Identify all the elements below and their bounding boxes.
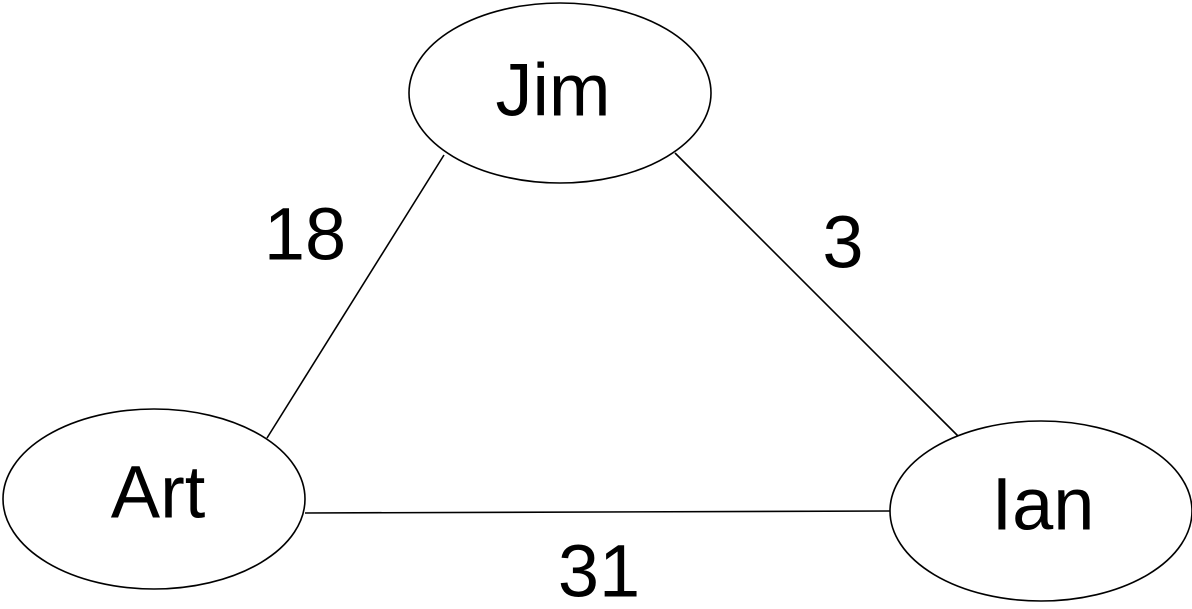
- node-art-label: Art: [111, 451, 206, 534]
- edge-weight-jim-ian: 3: [822, 201, 863, 284]
- node-ian: Ian: [889, 420, 1192, 602]
- edge-jim-art: [266, 154, 445, 439]
- node-art: Art: [2, 408, 306, 590]
- node-ian-label: Ian: [992, 463, 1095, 546]
- edge-weight-art-ian: 31: [558, 530, 640, 609]
- node-jim: Jim: [408, 2, 712, 184]
- edge-jim-ian: [674, 152, 959, 437]
- edge-art-ian: [304, 510, 892, 514]
- edge-weight-jim-art: 18: [264, 193, 346, 276]
- node-jim-ellipse: [408, 2, 712, 184]
- node-jim-label: Jim: [495, 49, 610, 132]
- node-ian-ellipse: [889, 420, 1192, 602]
- node-art-ellipse: [2, 408, 306, 590]
